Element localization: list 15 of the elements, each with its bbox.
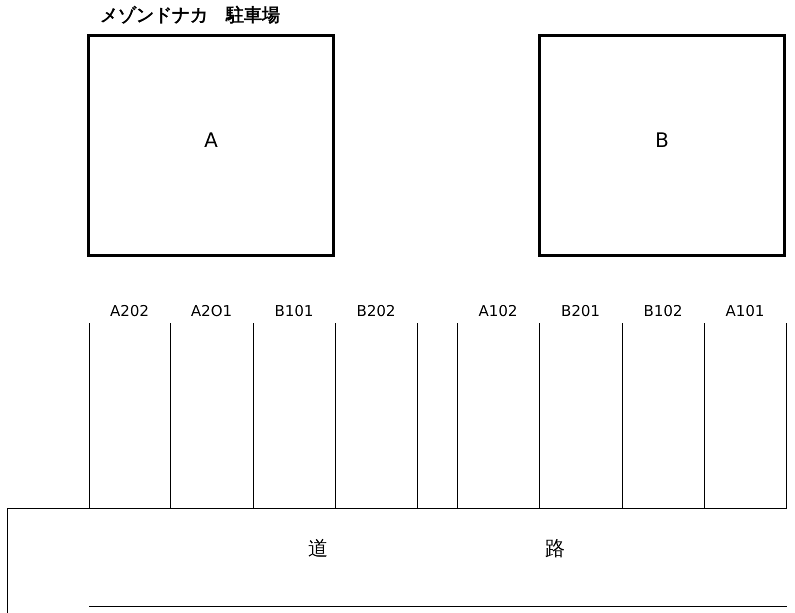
parking-space-label: A102 [478,302,518,320]
parking-space-label: B102 [644,302,682,320]
building-box [87,34,335,257]
parking-space-label: B101 [274,302,314,320]
building-box [538,34,786,257]
parking-space-label: A2O1 [190,302,232,320]
title: メゾンドナカ 駐車場 [100,4,280,27]
building-label: B [655,128,669,152]
parking-space-label: B201 [561,302,600,320]
parking-space-label: A101 [726,302,764,320]
parking-space-label: A202 [110,302,149,320]
road-label: 道 [308,535,328,562]
parking-space-label: B202 [356,302,396,320]
building-label: A [204,128,218,152]
road-label: 路 [545,535,565,562]
